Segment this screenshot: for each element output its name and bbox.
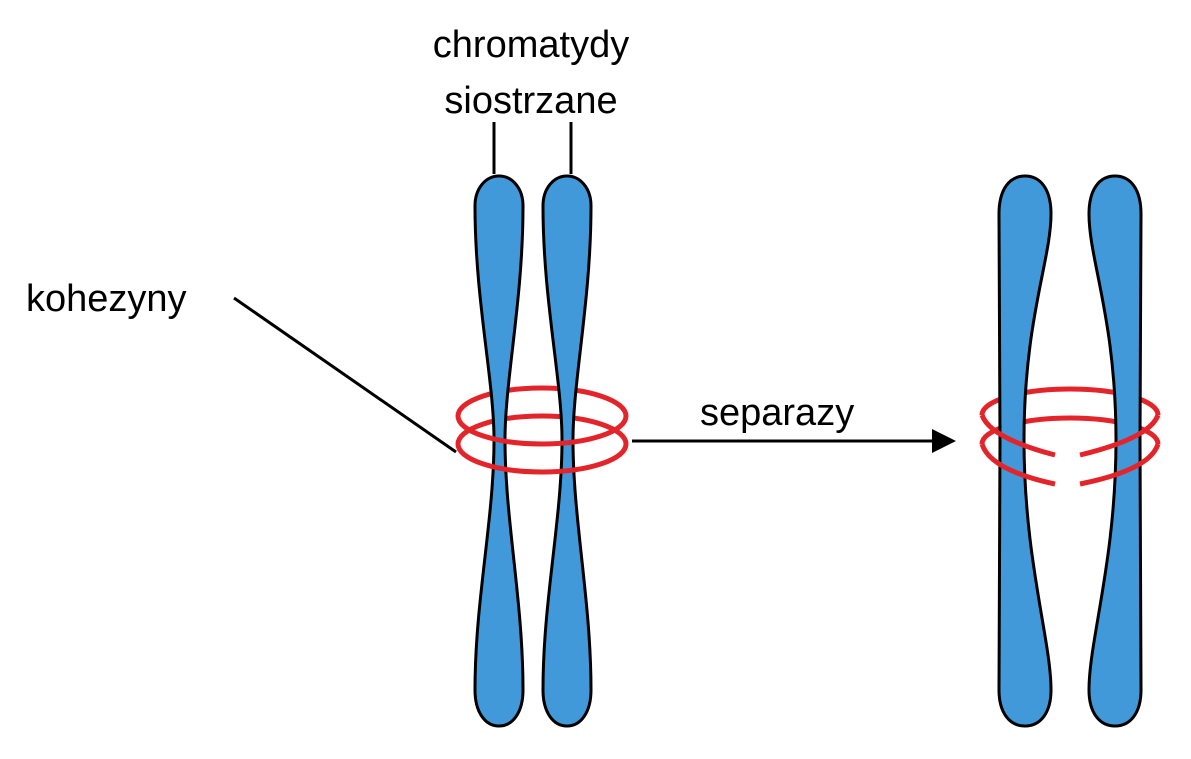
separases-label: separazy [700, 392, 855, 434]
chromatid-left-1 [473, 174, 525, 728]
cohesin-leader-line [233, 296, 457, 454]
cohesin-rings-back-right [979, 386, 1161, 445]
chromatid-right-2 [1087, 174, 1143, 728]
sister-chromatids-label-line1: chromatydy [432, 24, 630, 66]
arrow-right-icon [632, 429, 956, 453]
chromatid-left-2 [541, 174, 593, 728]
sister-chromatids-label-line2: siostrzane [444, 80, 618, 122]
cohesin-rings-left [455, 415, 629, 475]
chromatid-right-1 [997, 174, 1053, 728]
cohesin-rings-cut-right [979, 413, 1161, 487]
cohesins-label: kohezyny [26, 278, 187, 320]
